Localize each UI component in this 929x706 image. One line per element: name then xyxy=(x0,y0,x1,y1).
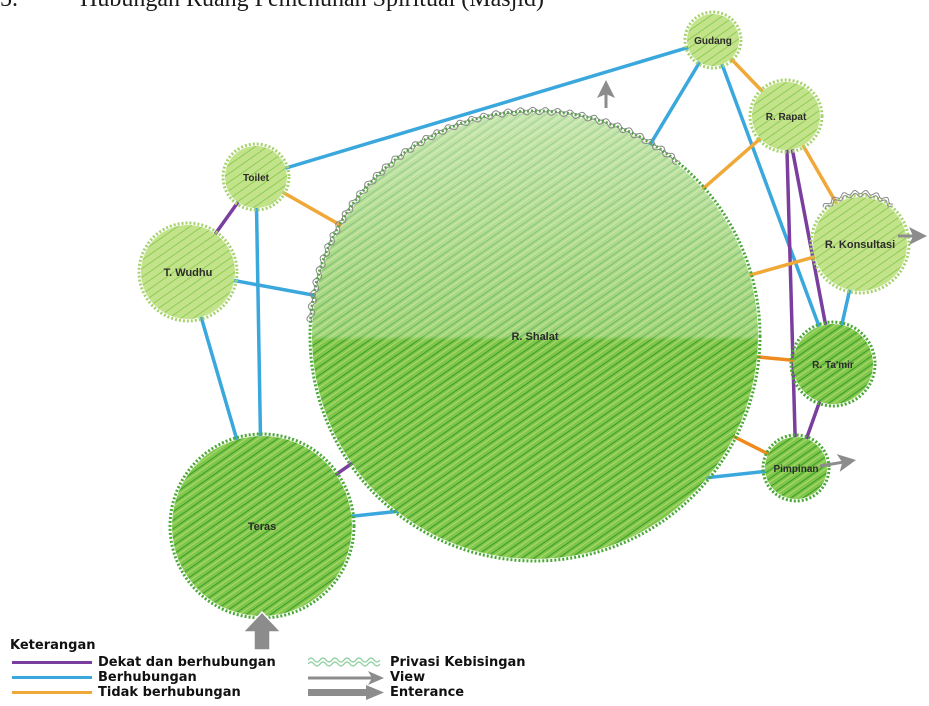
node-rapat: R. Rapat xyxy=(748,78,824,154)
legend-label-tidak: Tidak berhubungan xyxy=(98,685,241,700)
legend-item-dekat: Dekat dan berhubungan xyxy=(12,655,276,670)
node-circle xyxy=(225,146,287,208)
purple-line-icon xyxy=(12,655,92,670)
node-toilet: Toilet xyxy=(221,142,291,212)
noise-privacy-wave xyxy=(310,110,678,323)
node-tamir: R. Ta'mir xyxy=(789,320,877,408)
noise-privacy-wave xyxy=(822,190,894,208)
legend-label-dekat: Dekat dan berhubungan xyxy=(98,655,276,670)
node-rim xyxy=(809,193,911,295)
node-rim xyxy=(221,142,291,212)
node-label-teras: Teras xyxy=(248,521,277,533)
edge-toilet-gudang xyxy=(254,38,715,179)
node-pimpinan: Pimpinan xyxy=(761,433,831,503)
section-heading: 5.Hubungan Ruang Pemenuhan Spiritual (Ma… xyxy=(0,0,544,13)
section-number: 5. xyxy=(0,0,80,13)
legend-label-privasi: Privasi Kebisingan xyxy=(390,655,526,670)
legend-item-privasi: Privasi Kebisingan xyxy=(307,655,526,670)
node-gudang: Gudang xyxy=(683,10,743,70)
node-circle xyxy=(172,436,352,616)
blue-line-icon xyxy=(12,670,92,685)
legend-label-enterance: Enterance xyxy=(390,685,465,700)
node-wudhu: T. Wudhu xyxy=(137,221,239,323)
legend-item-view: View xyxy=(308,670,425,685)
entrance-arrow xyxy=(241,610,283,651)
edge-gudang-tamir xyxy=(711,38,835,366)
node-label-wudhu: T. Wudhu xyxy=(164,267,213,279)
node-circle xyxy=(687,14,739,66)
node-rim xyxy=(761,433,831,503)
view-arrow-pimpinan-shaft xyxy=(819,460,843,468)
node-circle xyxy=(813,197,907,291)
orange-line-icon xyxy=(12,685,92,700)
view-arrow-top-head xyxy=(597,80,615,98)
wave-icon xyxy=(307,655,384,670)
node-label-tamir: R. Ta'mir xyxy=(812,360,854,371)
node-rim xyxy=(308,109,762,563)
legend-item-enterance: Enterance xyxy=(308,685,464,700)
legend-item-berhubungan: Berhubungan xyxy=(12,670,197,685)
node-label-shalat: R. Shalat xyxy=(511,331,558,343)
view-arrow-konsultasi-head xyxy=(909,227,927,245)
node-shalat: R. Shalat xyxy=(308,109,762,563)
node-circle xyxy=(141,225,235,319)
node-label-toilet: Toilet xyxy=(243,173,270,184)
entrance-arrow-icon xyxy=(308,685,384,700)
node-rim xyxy=(137,221,239,323)
node-circle xyxy=(765,437,827,499)
edge-rapat-pimpinan xyxy=(784,114,798,470)
node-rim xyxy=(748,78,824,154)
noise-privacy-wave xyxy=(306,106,680,322)
section-title: Hubungan Ruang Pemenuhan Spiritual (Masj… xyxy=(80,0,544,12)
node-rim xyxy=(789,320,877,408)
node-label-gudang: Gudang xyxy=(694,36,732,47)
legend-item-tidak: Tidak berhubungan xyxy=(12,685,241,700)
view-arrow-icon xyxy=(308,670,384,685)
node-circle xyxy=(793,324,873,404)
noise-privacy-wave xyxy=(824,192,892,210)
view-arrow-pimpinan-head xyxy=(836,454,856,472)
node-teras: Teras xyxy=(168,432,356,620)
node-rim xyxy=(683,10,743,70)
legend-label-berhubungan: Berhubungan xyxy=(98,670,197,685)
legend-title: Keterangan xyxy=(10,638,96,653)
legend-label-view: View xyxy=(390,670,426,685)
node-label-konsultasi: R. Konsultasi xyxy=(825,239,895,251)
node-highlight xyxy=(312,113,758,559)
node-konsultasi: R. Konsultasi xyxy=(809,193,911,295)
node-label-pimpinan: Pimpinan xyxy=(773,464,818,475)
node-label-rapat: R. Rapat xyxy=(766,112,807,123)
node-circle xyxy=(752,82,820,150)
